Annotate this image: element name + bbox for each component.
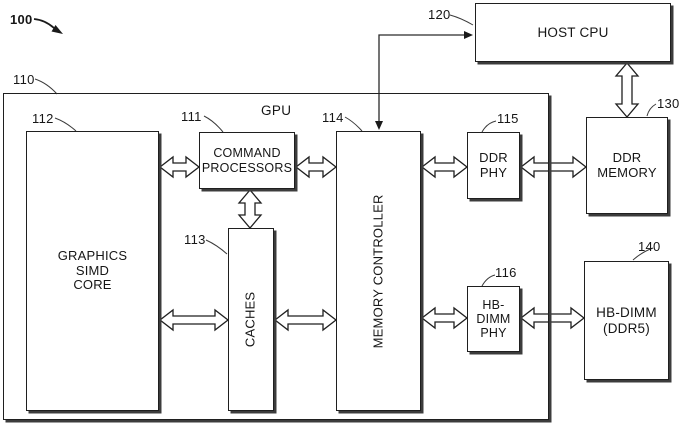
ref-130: 130 [657, 96, 680, 111]
ref-110: 110 [13, 72, 35, 87]
arrow-hostcpu-ddrmemory [614, 61, 640, 119]
ddr-phy-box: DDR PHY [467, 132, 520, 199]
ref-114: 114 [322, 110, 344, 125]
ref-113: 113 [184, 232, 206, 247]
leader-120 [449, 14, 474, 26]
command-processors-box: COMMAND PROCESSORS [199, 132, 295, 189]
ref-115: 115 [497, 111, 519, 126]
leader-114 [344, 116, 363, 132]
hb-dimm-phy-box: HB- DIMM PHY [467, 286, 520, 352]
ddr-phy-label: DDR PHY [479, 149, 508, 180]
caches-label: CACHES [242, 291, 258, 348]
graphics-simd-core-label: GRAPHICS SIMD CORE [57, 247, 128, 293]
leader-116 [481, 274, 496, 287]
graphics-simd-core-box: GRAPHICS SIMD CORE [26, 131, 159, 411]
figure-ref-arrow [33, 18, 63, 34]
host-cpu-box: HOST CPU [475, 3, 671, 62]
ref-100: 100 [10, 12, 33, 27]
ref-120: 120 [428, 7, 451, 22]
ref-111: 111 [181, 109, 202, 124]
leader-113 [205, 239, 228, 255]
gpu-box [3, 93, 549, 420]
ref-116: 116 [495, 265, 517, 280]
leader-112 [54, 117, 77, 132]
gpu-label: GPU [261, 103, 292, 118]
hb-dimm-label: HB-DIMM (DDR5) [596, 305, 657, 336]
ref-112: 112 [32, 111, 54, 126]
memory-controller-box: MEMORY CONTROLLER [336, 131, 421, 411]
leader-140 [632, 247, 654, 261]
hb-dimm-box: HB-DIMM (DDR5) [584, 261, 669, 380]
ddr-memory-box: DDR MEMORY [586, 117, 668, 214]
leader-130 [646, 103, 657, 117]
hb-dimm-phy-label: HB- DIMM PHY [476, 297, 511, 341]
caches-box: CACHES [228, 228, 274, 411]
leader-111 [203, 115, 224, 133]
memory-controller-label: MEMORY CONTROLLER [370, 194, 386, 348]
leader-115 [481, 120, 497, 133]
command-processors-label: COMMAND PROCESSORS [201, 146, 293, 175]
ddr-memory-label: DDR MEMORY [597, 149, 657, 180]
leader-110 [34, 78, 58, 95]
ref-140: 140 [638, 239, 661, 254]
host-cpu-label: HOST CPU [537, 24, 609, 40]
